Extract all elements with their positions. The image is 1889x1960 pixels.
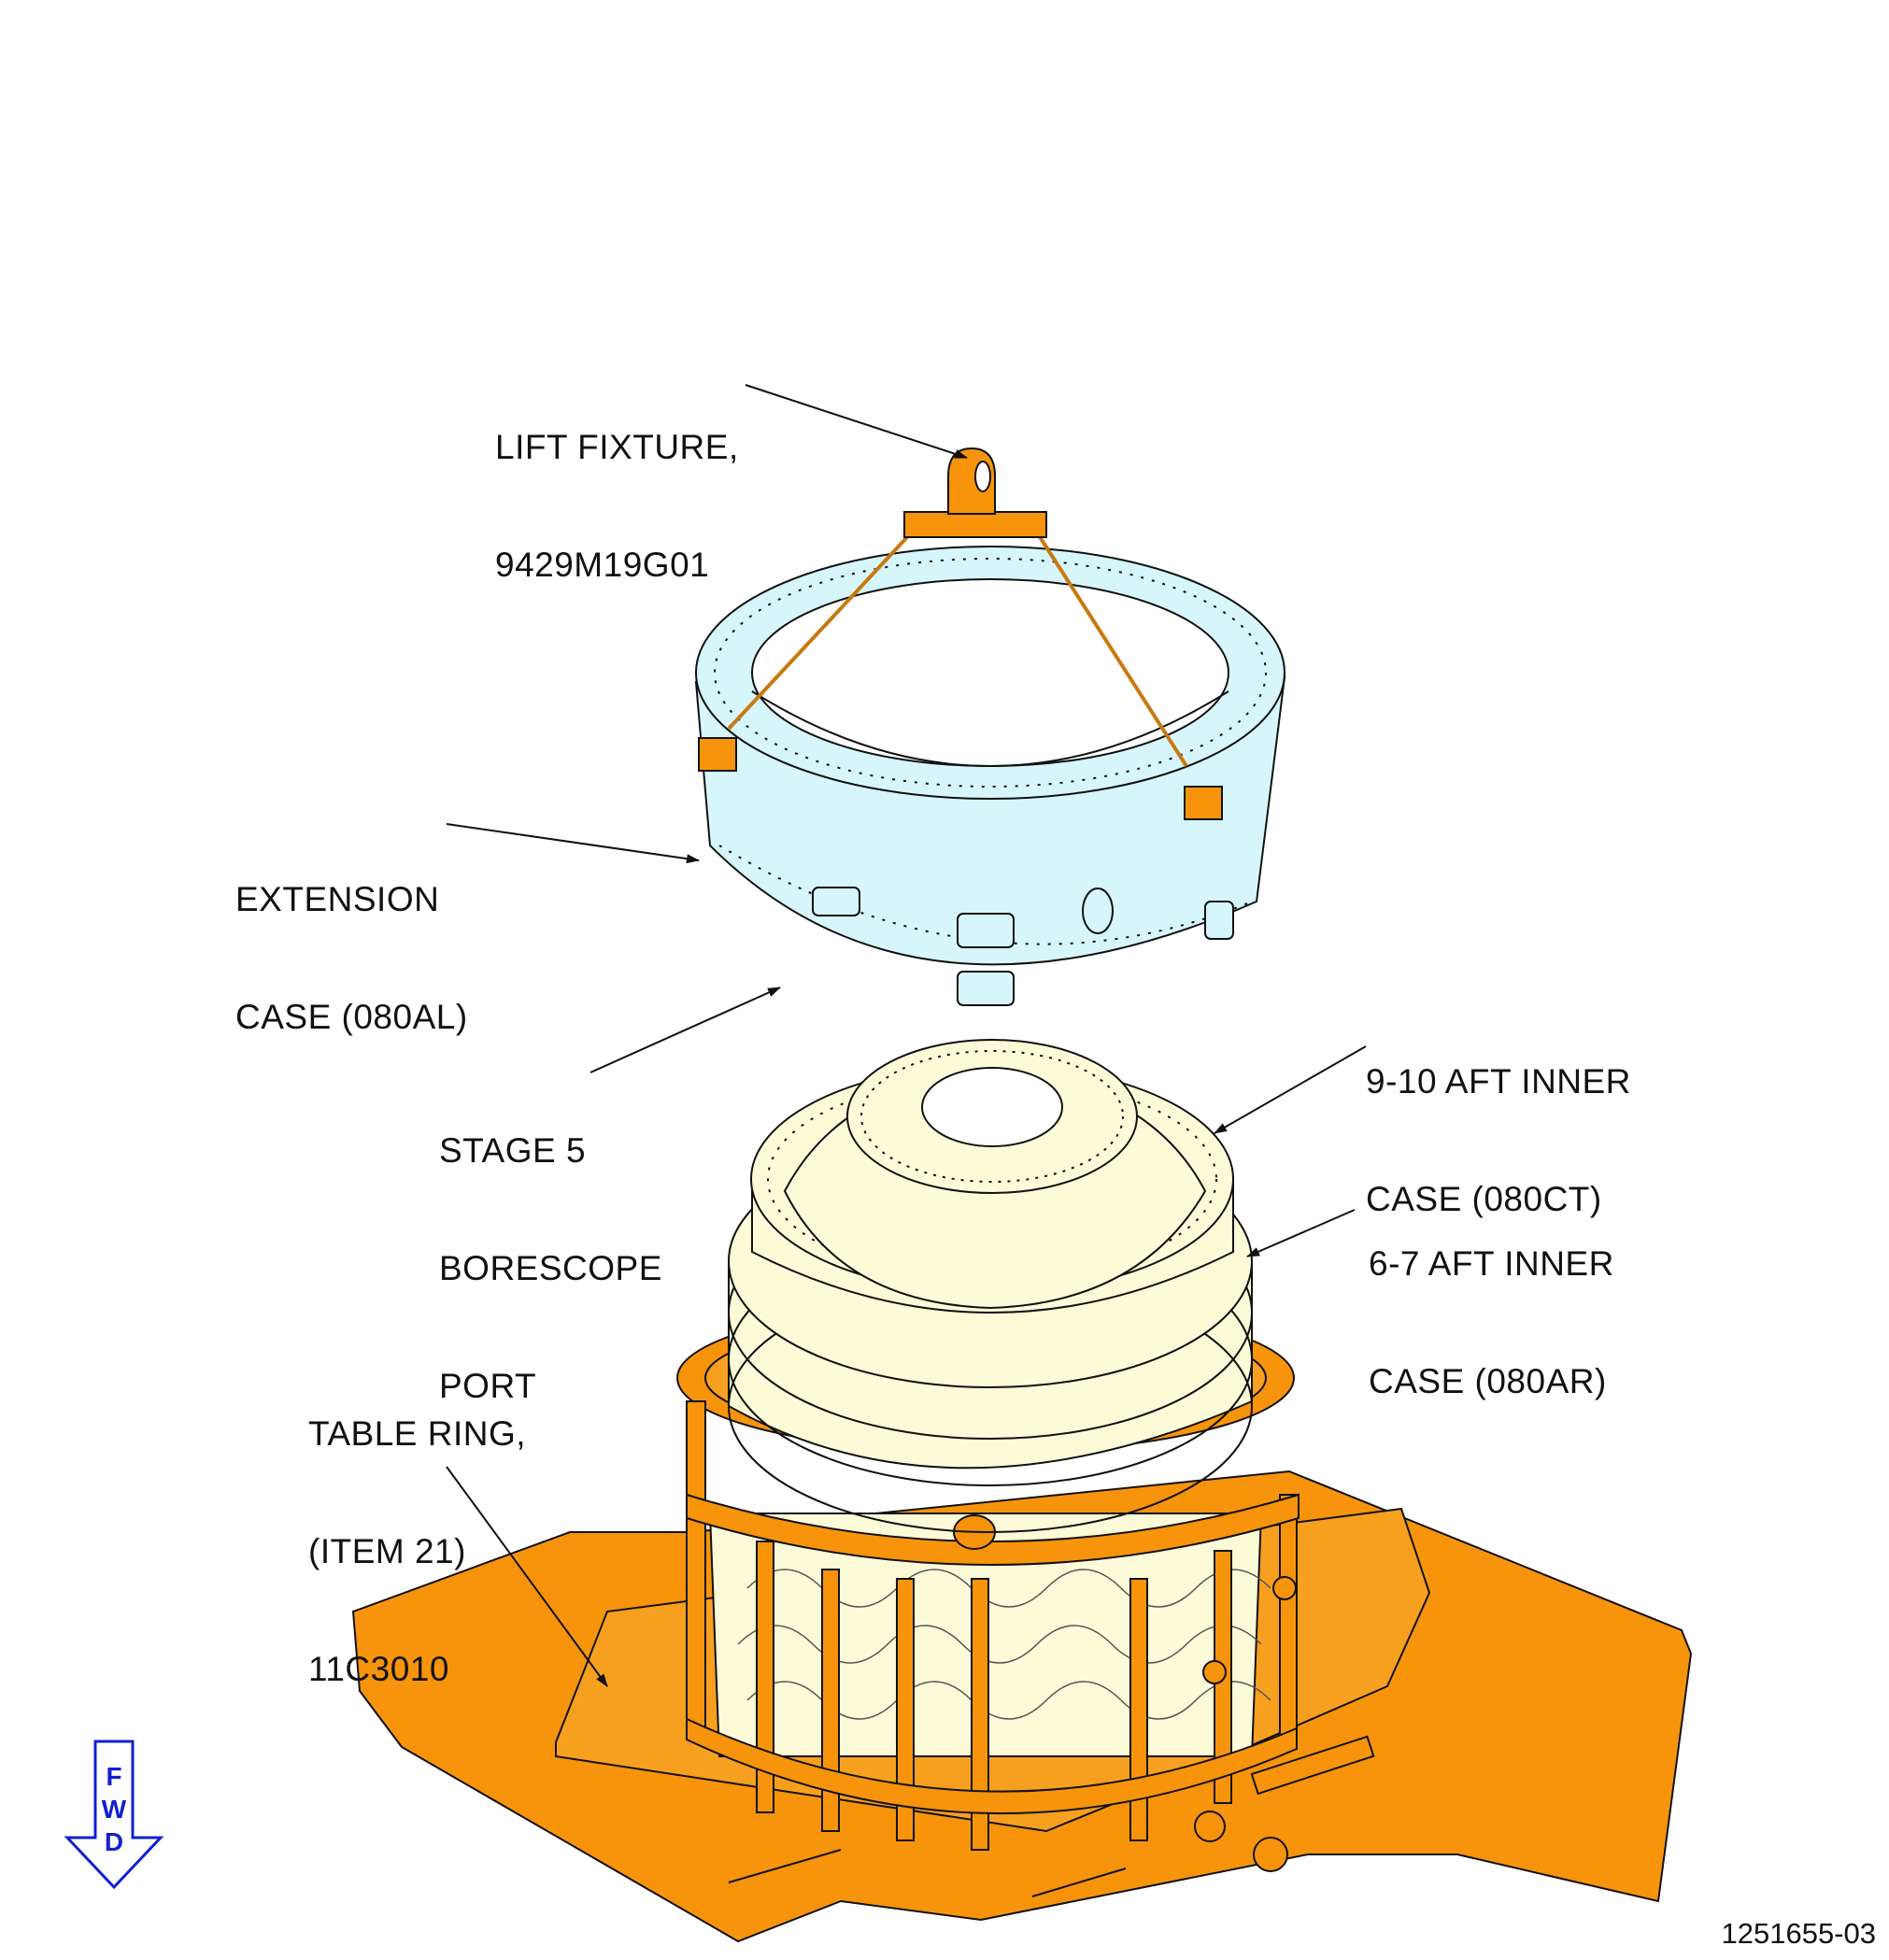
callout-lift-fixture: LIFT FIXTURE, 9429M19G01 xyxy=(495,349,739,624)
leader-lines xyxy=(446,384,1367,1687)
fwd-letter-f: F xyxy=(106,1762,122,1791)
callout-line: CASE (080AL) xyxy=(235,998,468,1036)
leader-extension-case xyxy=(446,823,700,864)
leader-6-7-aft-inner xyxy=(1246,1209,1356,1257)
leader-stage5-port xyxy=(589,987,781,1073)
leader-9-10-aft-inner xyxy=(1214,1045,1367,1134)
callout-line: 9429M19G01 xyxy=(495,546,710,584)
callout-line: STAGE 5 xyxy=(439,1131,587,1170)
lift-fixture xyxy=(698,447,1223,820)
callout-line: 9-10 AFT INNER xyxy=(1366,1062,1631,1101)
callout-6-7-aft-inner-case: 6-7 AFT INNER CASE (080AR) xyxy=(1369,1166,1614,1441)
callout-line: 6-7 AFT INNER xyxy=(1369,1244,1614,1283)
fwd-letter-w: W xyxy=(101,1795,127,1824)
fwd-arrow-icon xyxy=(64,1740,164,1889)
leader-table-ring xyxy=(446,1466,608,1687)
figure-number: 1251655-03 xyxy=(1721,1917,1877,1950)
extension-case xyxy=(694,546,1286,1006)
callout-9-10-aft-inner-case: 9-10 AFT INNER CASE (080CT) xyxy=(1366,984,1631,1258)
callout-extension-case: EXTENSION CASE (080AL) xyxy=(235,802,468,1076)
callout-line: TABLE RING, xyxy=(308,1414,527,1453)
fwd-label: F W D xyxy=(62,1760,166,1858)
leader-lift-fixture xyxy=(745,384,968,459)
callout-line: 11C3010 xyxy=(308,1650,449,1688)
callout-line: CASE (080AR) xyxy=(1369,1362,1607,1400)
callout-line: CASE (080CT) xyxy=(1366,1180,1602,1218)
callout-line: EXTENSION xyxy=(235,880,440,918)
callout-stage5-borescope-port: STAGE 5 BORESCOPE PORT xyxy=(439,1053,662,1445)
callout-line: (ITEM 21) xyxy=(308,1532,466,1570)
callout-table-ring: TABLE RING, (ITEM 21) 11C3010 xyxy=(308,1336,526,1728)
callout-line: PORT xyxy=(439,1367,537,1405)
callout-line: LIFT FIXTURE, xyxy=(495,428,739,466)
aft-inner-case-9-10 xyxy=(750,1039,1234,1314)
fwd-letter-d: D xyxy=(104,1827,124,1856)
callout-line: BORESCOPE xyxy=(439,1249,662,1287)
